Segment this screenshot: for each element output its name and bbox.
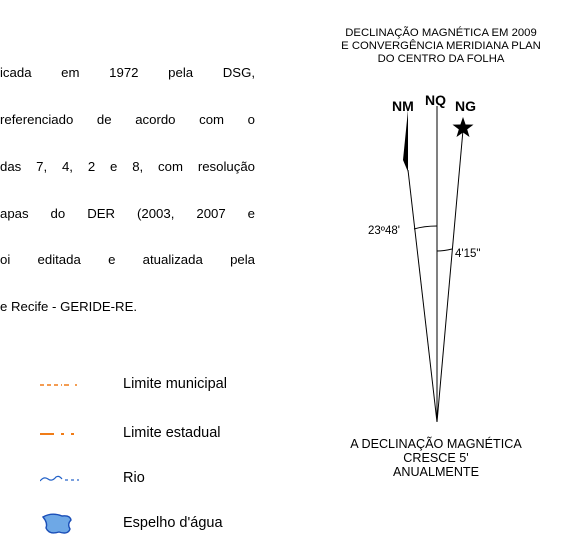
legend-label: Espelho d'água [123,515,223,531]
intro-line: oi editada e atualizada pela [0,252,255,268]
blue-wavy-dashed-line-icon [40,475,79,482]
dashed-orange-line-icon [40,384,77,386]
ng-angle-value: 4'15" [455,248,481,260]
ng-angle-arc [436,248,453,252]
declination-note-line: ANUALMENTE [392,465,480,479]
declination-note-line: A DECLINAÇÃO MAGNÉTICA [350,437,522,451]
ng-star-icon [452,117,474,137]
legend-label: Rio [123,470,145,486]
blue-water-body-icon [41,513,72,534]
nm-line [407,169,438,423]
nm-angle-arc [413,225,438,230]
ng-label: NG [455,98,476,114]
nm-arrow-icon [403,110,408,172]
intro-paragraph: icada em 1972 pela DSG, referenciado de … [0,34,255,330]
legend-item-municipal: Limite municipal [40,372,300,398]
intro-line: apas do DER (2003, 2007 e [0,205,255,221]
legend-item-estadual: Limite estadual [40,421,300,447]
declination-title-line: DECLINAÇÃO MAGNÉTICA EM 2009 [345,27,537,39]
legend-item-rio: Rio [40,466,300,492]
intro-line: e Recife - GERIDE-RE. [0,299,138,315]
declination-title: DECLINAÇÃO MAGNÉTICA EM 2009 E CONVERGÊN… [296,27,579,66]
dash-dot-orange-line-icon [40,433,74,435]
intro-line: das 7, 4, 2 e 8, com resolução [0,158,255,174]
intro-line: referenciado de acordo com o [0,111,255,127]
legend-label: Limite municipal [123,376,227,392]
declination-note-line: CRESCE 5' [403,451,469,465]
declination-note: A DECLINAÇÃO MAGNÉTICA CRESCE 5' ANUALME… [316,437,556,479]
intro-line: icada em 1972 pela DSG, [0,65,255,81]
declination-title-line: DO CENTRO DA FOLHA [377,53,505,65]
ng-line [436,129,464,423]
legend-item-espelho: Espelho d'água [40,511,300,537]
nm-label: NM [392,98,414,114]
declination-title-line: E CONVERGÊNCIA MERIDIANA PLAN [341,40,541,52]
nm-angle-value: 23º48' [368,225,400,237]
nq-label: NQ [425,92,446,108]
legend-label: Limite estadual [123,425,221,441]
